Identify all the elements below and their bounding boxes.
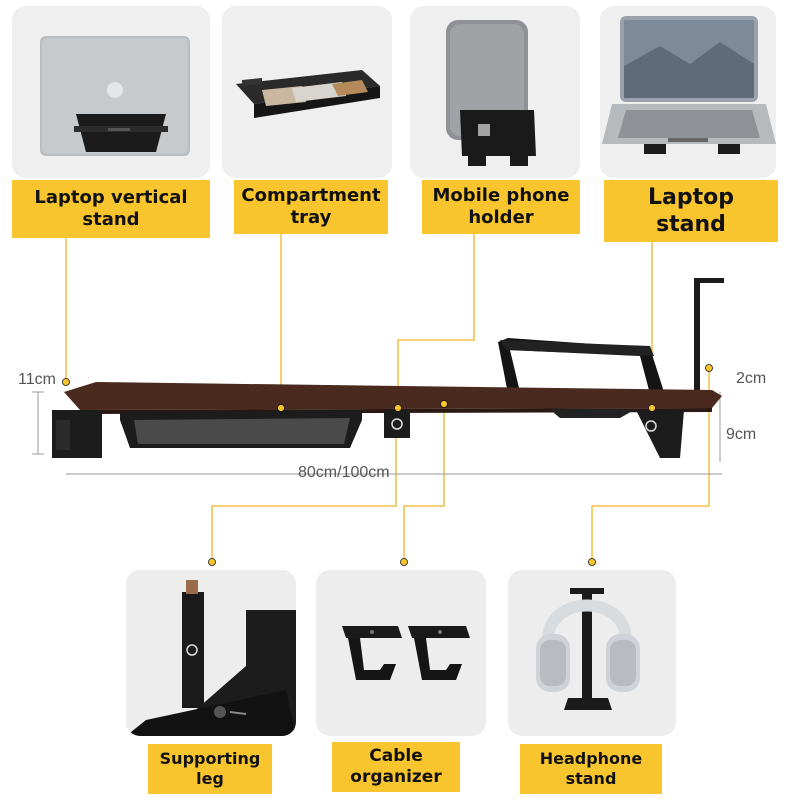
cable-organizer-card — [316, 570, 486, 736]
clearance-dimension: 9cm — [726, 426, 757, 443]
mobile-phone-holder-label: Mobile phone holder — [422, 180, 580, 234]
laptop-vertical-stand-card — [12, 6, 210, 178]
compartment-tray-card — [222, 6, 392, 178]
mobile-phone-holder-card — [410, 6, 580, 178]
cable-organizer-label: Cable organizer — [332, 742, 460, 792]
laptop-vertical-stand-image — [12, 6, 210, 178]
headphone-stand-image — [508, 570, 676, 736]
headphone-stand-card — [508, 570, 676, 736]
mobile-phone-holder-image — [410, 6, 580, 178]
thickness-dimension: 2cm — [736, 370, 767, 387]
length-dimension: 80cm/100cm — [298, 464, 390, 481]
compartment-tray-label: Compartment tray — [234, 180, 388, 234]
laptop-stand-label: Laptop stand — [604, 180, 778, 242]
supporting-leg-label: Supporting leg — [148, 744, 272, 794]
cable-organizer-image — [316, 570, 486, 736]
height-dimension: 11cm — [18, 371, 56, 388]
headphone-stand-label: Headphone stand — [520, 744, 662, 794]
supporting-leg-image — [126, 570, 296, 736]
connector-lines — [65, 234, 710, 560]
laptop-stand-image — [600, 6, 776, 178]
compartment-tray-image — [222, 6, 392, 178]
laptop-stand-card — [600, 6, 776, 178]
laptop-vertical-stand-label: Laptop vertical stand — [12, 180, 210, 238]
supporting-leg-card — [126, 570, 296, 736]
